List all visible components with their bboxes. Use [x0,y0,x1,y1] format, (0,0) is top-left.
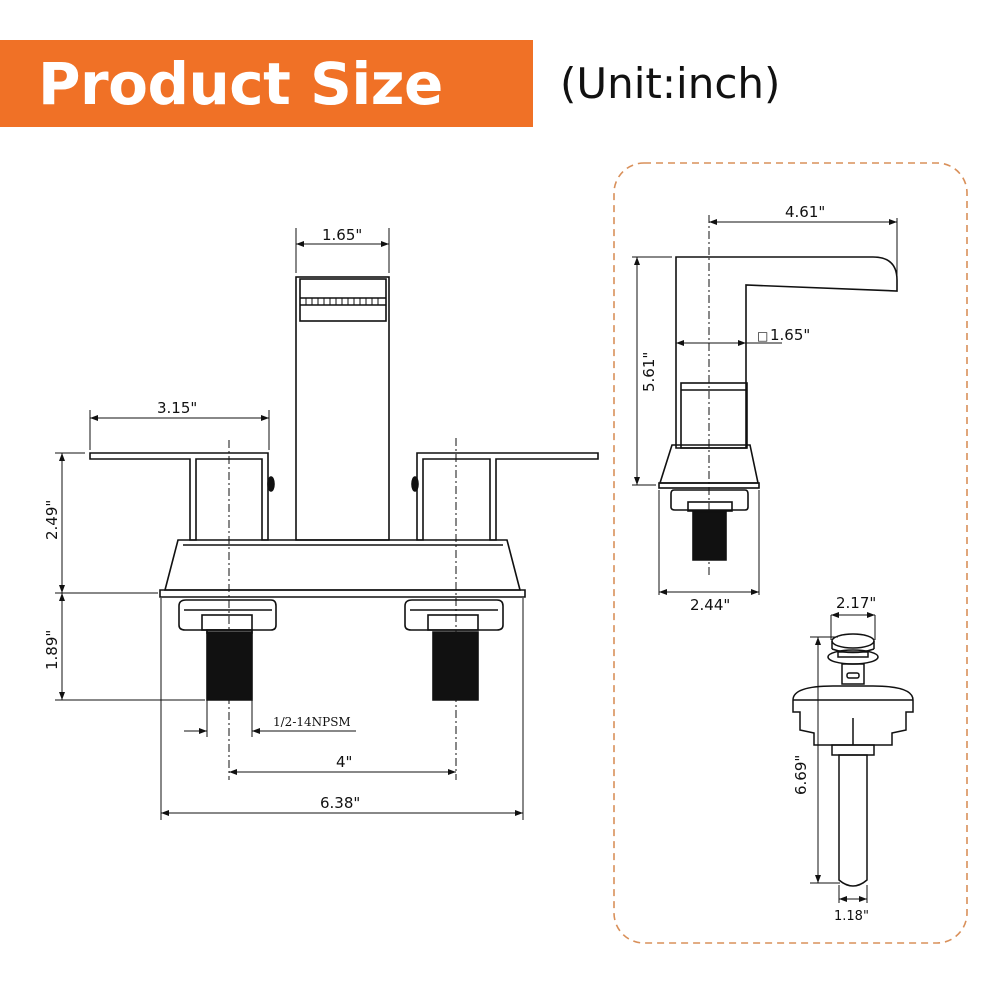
dim-base-width: 6.38" [320,794,360,812]
title-banner [0,40,533,127]
side-view-faucet [658,256,898,561]
dim-total-height: 5.61" [640,352,658,392]
side-dimension-lines [632,218,898,595]
dim-spout-square: 1.65" [770,326,810,344]
dim-spout-reach: 4.61" [785,203,825,221]
front-view-faucet [89,276,599,701]
pop-up-drain [792,633,914,887]
drain-dimension-lines [810,612,876,903]
dim-drain-length: 6.69" [792,755,810,795]
dim-center-spacing: 4" [336,753,352,771]
dim-cap-diameter: 2.17" [836,594,876,612]
dim-square-symbol: □ [757,329,768,343]
dim-spout-width: 1.65" [322,226,362,244]
dim-handle-height: 2.49" [43,500,61,540]
dim-base-depth: 2.44" [690,596,730,614]
front-dimension-lines [55,228,524,820]
dim-thread-spec: 1/2-14NPSM [273,715,351,729]
page-title: Product Size [38,50,443,118]
dim-handle-length: 3.15" [157,399,197,417]
side-panel-border [613,162,968,944]
dim-tail-diameter: 1.18" [834,909,869,924]
front-centerlines [228,438,457,780]
unit-label: (Unit:inch) [560,59,781,108]
dim-shank-height: 1.89" [43,630,61,670]
